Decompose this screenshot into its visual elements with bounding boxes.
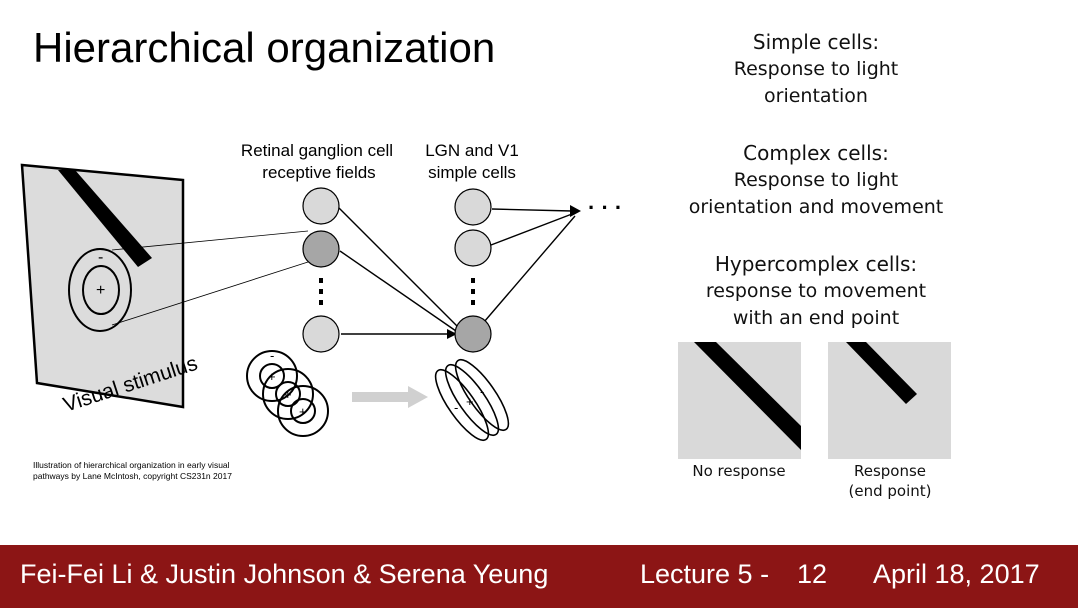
projection-line-bottom	[111, 261, 309, 326]
svg-text:-: -	[270, 348, 274, 363]
response-label-line1: Response	[853, 462, 927, 480]
col2-label-line2: simple cells	[428, 163, 516, 182]
col2-label-line1: LGN and V1	[425, 141, 519, 160]
projection-line-top	[111, 230, 309, 251]
convergence-arrowhead	[570, 205, 581, 217]
svg-text:+: +	[284, 387, 292, 402]
svg-text:+: +	[299, 404, 307, 419]
response-label-line2: (end point)	[848, 482, 932, 500]
lgn-cell-column	[454, 188, 492, 353]
receptive-field-outer	[68, 248, 132, 332]
lgn-cell	[454, 188, 492, 226]
col1-label-line2: receptive fields	[262, 163, 375, 182]
lgn-cell	[454, 229, 492, 267]
lgn-vertical-dots	[471, 278, 475, 305]
diagram-caption: Illustration of hierarchical organizatio…	[33, 460, 273, 482]
svg-text:+: +	[466, 394, 474, 409]
simple-cells-line2: orientation	[764, 85, 868, 107]
demo-panel-response	[828, 342, 951, 459]
overlapping-receptive-fields	[246, 350, 329, 437]
response-label: Response (end point)	[826, 461, 954, 501]
no-response-label: No response	[692, 462, 786, 480]
demo-panel-no-response	[678, 342, 801, 459]
stimulus-minus: -	[98, 249, 103, 266]
receptive-field-signs: + + + -	[268, 348, 307, 419]
complex-cells-text: Complex cells: Response to light orienta…	[660, 140, 972, 221]
complex-cells-line1: Response to light	[733, 169, 899, 191]
hypercomplex-cells-text: Hypercomplex cells: response to movement…	[660, 251, 972, 332]
lgn-cell-active	[454, 315, 492, 353]
svg-text:+: +	[268, 369, 276, 384]
simple-cells-line1: Response to light	[733, 58, 899, 80]
caption-line-1: Illustration of hierarchical organizatio…	[33, 460, 230, 470]
hypercomplex-cells-line2: with an end point	[732, 307, 900, 329]
visual-stimulus-panel: + - Visual stimulus	[20, 163, 200, 417]
footer-date: April 18, 2017	[873, 559, 1040, 589]
lgn-to-next-connections	[483, 208, 576, 323]
svg-text:-: -	[480, 384, 484, 399]
complex-cells-line2: orientation and movement	[688, 196, 944, 218]
lgn-arrowhead	[447, 329, 457, 339]
receptive-field-inner	[82, 265, 120, 315]
footer-page-number: 12	[797, 559, 828, 589]
col1-label-line1: Retinal ganglion cell	[241, 141, 393, 160]
ganglion-cell-active	[302, 230, 340, 268]
simple-cells-heading: Simple cells:	[752, 30, 880, 54]
ganglion-cell	[302, 187, 340, 225]
simple-cells-text: Simple cells: Response to light orientat…	[660, 29, 972, 110]
oriented-field-signs: + - -	[454, 384, 484, 415]
oriented-receptive-fields	[434, 358, 510, 442]
hierarchy-diagram: + - Visual stimulus Retinal ganglion cel…	[20, 141, 951, 459]
ellipsis-dots: · · ·	[588, 195, 622, 220]
demo-bar-short	[846, 342, 917, 404]
ganglion-cell-column	[302, 187, 340, 353]
slide-footer: Fei-Fei Li & Justin Johnson & Serena Yeu…	[0, 545, 1078, 608]
stimulus-plus: +	[96, 282, 105, 299]
transform-arrow	[352, 386, 428, 408]
complex-cells-heading: Complex cells:	[743, 141, 889, 165]
hypercomplex-cells-line1: response to movement	[705, 280, 927, 302]
ganglion-cell	[302, 315, 340, 353]
hypercomplex-cells-heading: Hypercomplex cells:	[714, 252, 918, 276]
ganglion-to-lgn-connections	[337, 206, 461, 335]
stimulus-bar	[58, 170, 152, 267]
ganglion-vertical-dots	[319, 278, 323, 305]
footer-authors: Fei-Fei Li & Justin Johnson & Serena Yeu…	[20, 559, 549, 589]
slide-title: Hierarchical organization	[33, 24, 496, 71]
svg-text:-: -	[454, 400, 458, 415]
footer-lecture: Lecture 5 -	[640, 559, 770, 589]
caption-line-2: pathways by Lane McIntosh, copyright CS2…	[33, 471, 232, 481]
demo-bar-long	[694, 342, 801, 450]
